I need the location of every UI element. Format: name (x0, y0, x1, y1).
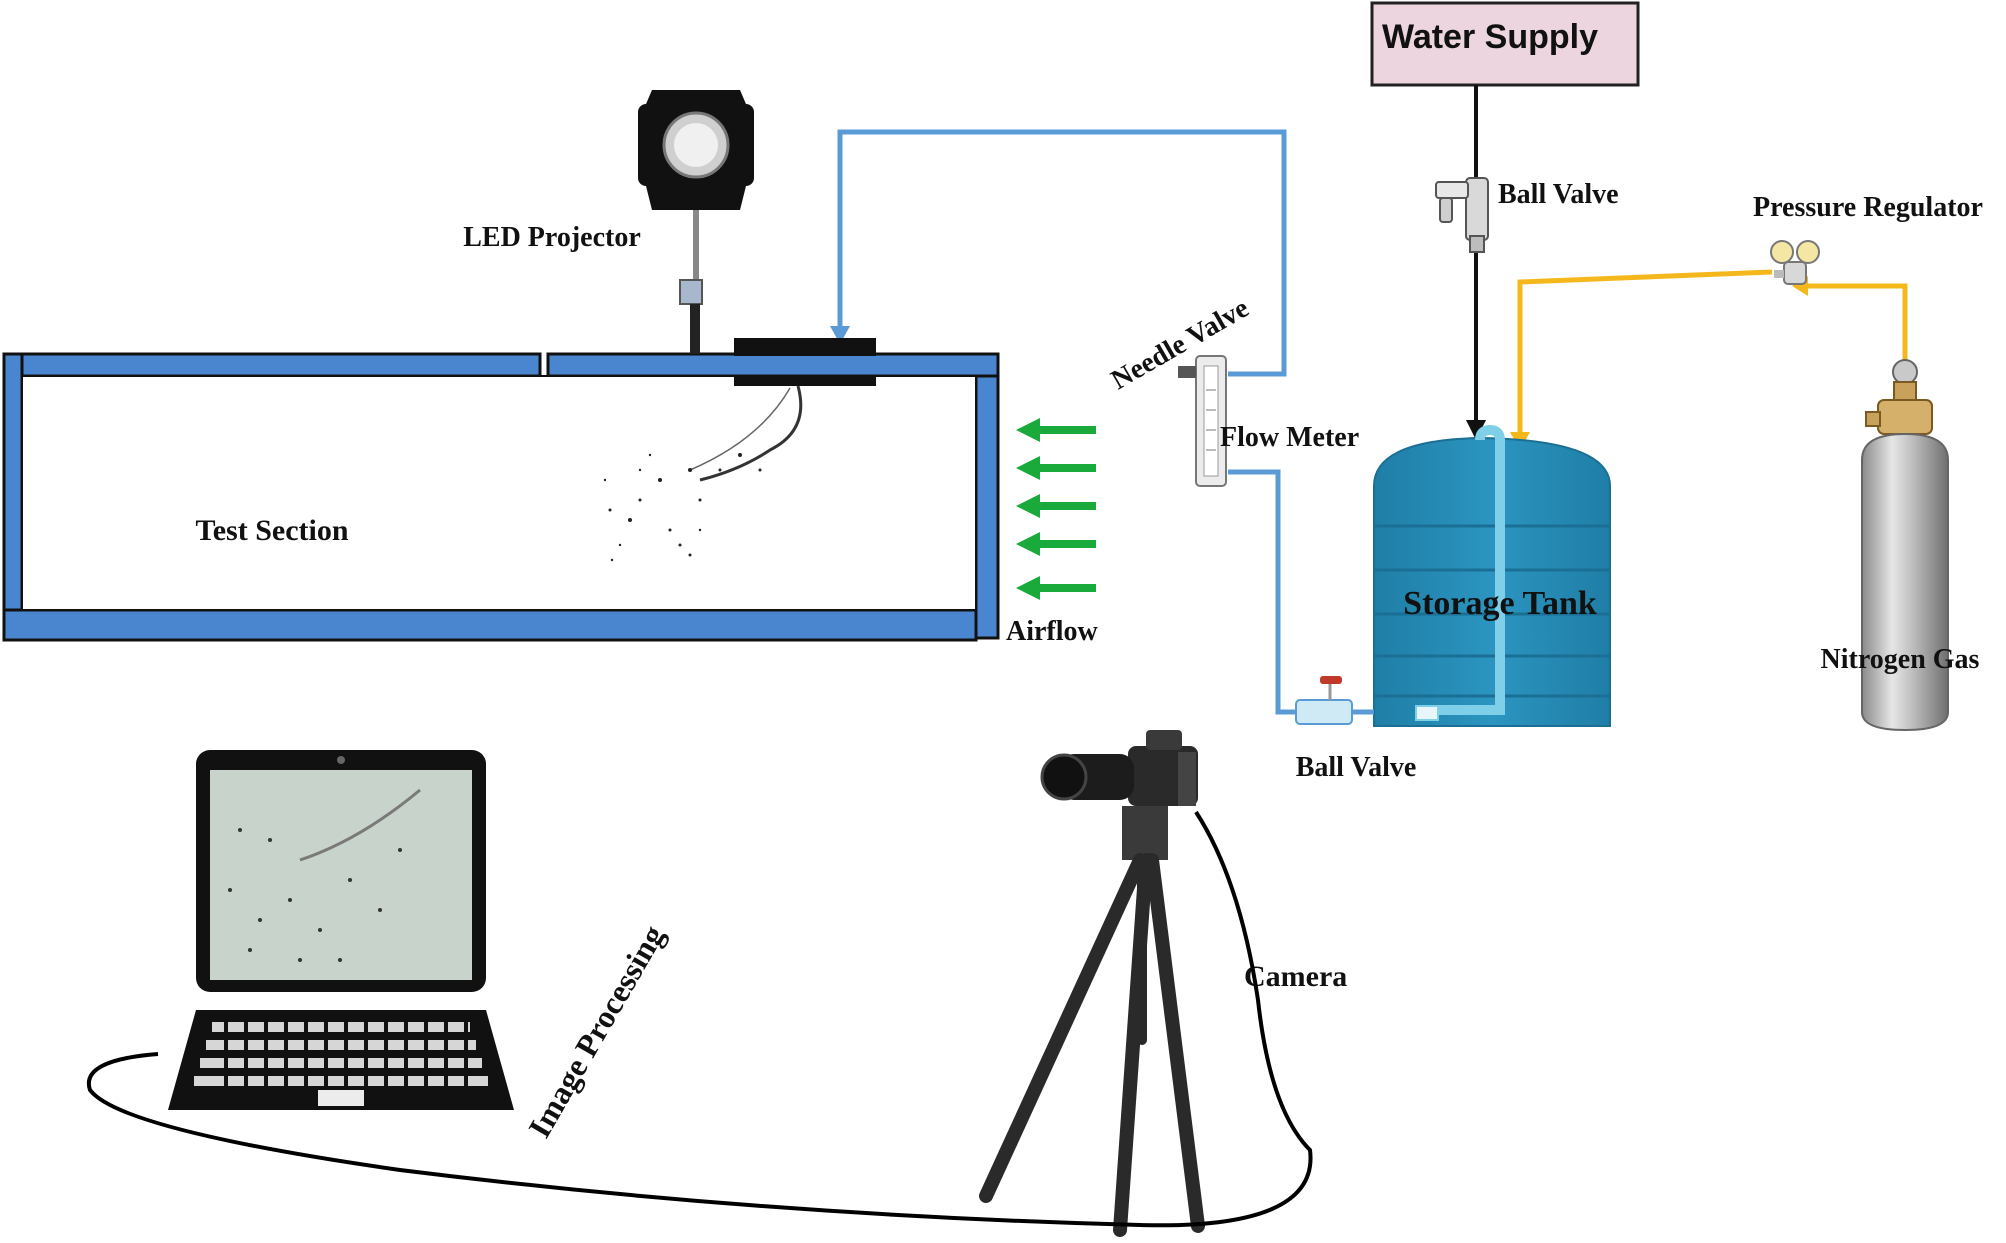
test-section-label: Test Section (195, 514, 348, 547)
ball-valve-icon (1435, 177, 1489, 253)
test-section-channel (2, 352, 1000, 642)
camera-icon (1040, 730, 1198, 806)
pressure-regulator-label: Pressure Regulator (1753, 192, 1983, 223)
supply-arrowhead (1466, 420, 1486, 440)
airflow-arrow (1016, 418, 1096, 442)
airflow-arrow (1016, 532, 1096, 556)
airflow-arrows (1016, 418, 1096, 600)
flow-meter-label: Flow Meter (1220, 422, 1359, 453)
ball-valve-bottom-label: Ball Valve (1296, 752, 1417, 783)
ball-valve-top-label: Ball Valve (1498, 179, 1619, 210)
airflow-arrow (1016, 456, 1096, 480)
water-supply-box: Water Supply (1370, 1, 1640, 87)
airflow-label: Airflow (1006, 616, 1099, 647)
airflow-arrow (1016, 494, 1096, 518)
ball-valve-bottom-icon (1295, 676, 1353, 725)
spray-plume (603, 385, 803, 562)
laptop-icon (168, 750, 514, 1110)
gas-line (1808, 283, 1908, 370)
camera-cable (86, 810, 1313, 1228)
injector-plate (734, 338, 876, 356)
camera-label: Camera (1244, 960, 1347, 993)
gas-line-to-tank (1517, 269, 1773, 432)
led-projector-label: LED Projector (463, 222, 641, 253)
needle-valve-label: Needle Valve (1106, 293, 1254, 396)
injector-plate-underside (734, 376, 876, 386)
flow-meter-icon (1178, 355, 1227, 487)
storage-tank-label: Storage Tank (1403, 585, 1597, 622)
led-projector-icon (638, 90, 754, 354)
water-line-needle-valve (837, 129, 1287, 377)
pressure-regulator-icon (1770, 240, 1820, 285)
water-supply-label: Water Supply (1382, 18, 1598, 56)
image-processing-label: Image Processing (521, 919, 671, 1144)
nitrogen-gas-label: Nitrogen Gas (1821, 644, 1980, 675)
airflow-arrow (1016, 576, 1096, 600)
tripod-icon (979, 806, 1205, 1237)
water-arrowhead-nozzle (830, 326, 850, 344)
storage-tank-icon (1373, 424, 1611, 727)
water-line-outlet (1228, 469, 1374, 715)
nitrogen-cylinder-icon (1861, 359, 1949, 732)
